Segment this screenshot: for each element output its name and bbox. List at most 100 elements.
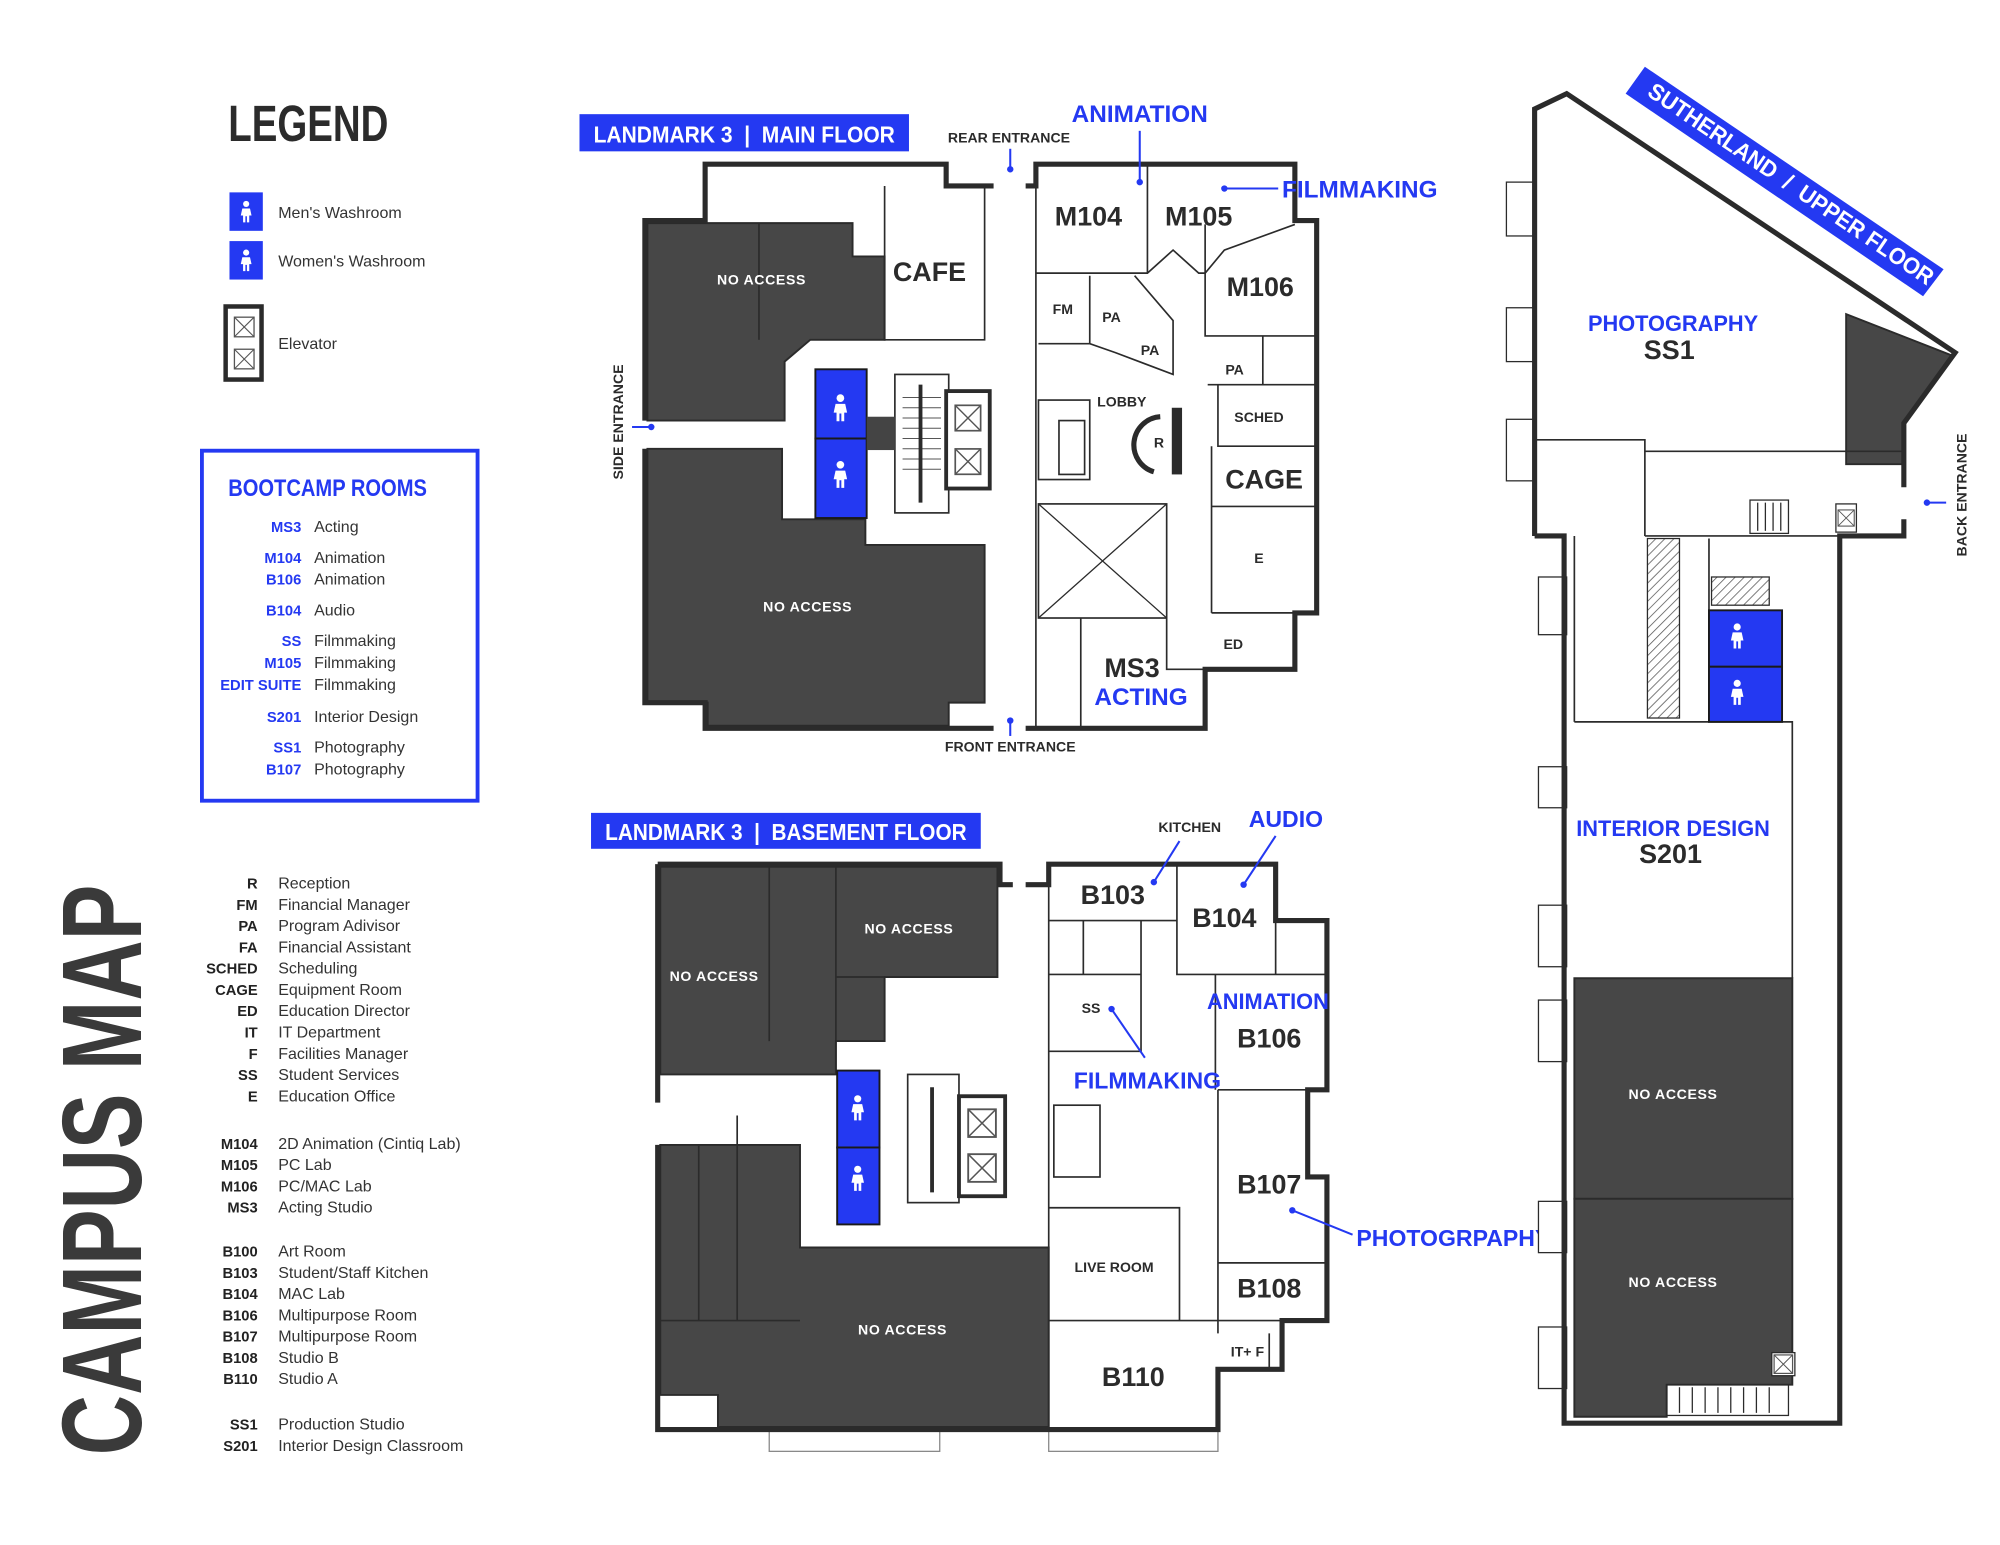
womens-washroom — [1708, 665, 1784, 723]
no-access-area — [659, 865, 999, 1076]
abbreviation-label: Studio B — [278, 1349, 339, 1367]
abbreviation-code: CAGE — [215, 983, 258, 999]
abbreviation-label: Art Room — [278, 1242, 346, 1260]
bootcamp-room-code: B104 — [266, 603, 302, 619]
abbreviation-code: B103 — [222, 1266, 257, 1282]
animation-label: ANIMATION — [1207, 989, 1329, 1014]
bootcamp-room-label: Animation — [314, 571, 385, 589]
animation-label: ANIMATION — [1072, 101, 1208, 128]
abbreviation-code: M104 — [221, 1137, 259, 1153]
elevator-icon — [223, 304, 264, 382]
room-s201: S201 — [1639, 839, 1702, 869]
abbreviation-label: Acting Studio — [278, 1199, 372, 1217]
kitchen-label: KITCHEN — [1158, 819, 1221, 835]
abbreviation-label: Interior Design Classroom — [278, 1437, 463, 1455]
bootcamp-room-code: B107 — [266, 762, 301, 778]
audio-label: AUDIO — [1249, 806, 1323, 832]
room-b110: B110 — [1102, 1362, 1165, 1392]
no-access-label: NO ACCESS — [1629, 1274, 1718, 1290]
abbreviation-label: Studio A — [278, 1370, 338, 1388]
main-floor-title-banner — [579, 114, 909, 152]
interior-design-label: INTERIOR DESIGN — [1576, 816, 1770, 841]
bootcamp-room-label: Interior Design — [314, 708, 418, 726]
room-b106: B106 — [1237, 1023, 1301, 1053]
photography-label: PHOTOGRPAPHY — [1356, 1225, 1551, 1251]
abbreviation-label: Education Director — [278, 1002, 410, 1020]
room-pa: PA — [1141, 342, 1160, 358]
abbreviation-label: Financial Manager — [278, 896, 410, 914]
abbreviation-code: SS1 — [230, 1418, 258, 1434]
acting-label: ACTING — [1094, 684, 1187, 711]
abbreviation-code: R — [247, 877, 258, 893]
abbreviation-label: Financial Assistant — [278, 938, 411, 956]
legend-label-mens-washroom: Men's Washroom — [278, 204, 402, 222]
abbreviation-code: PA — [238, 919, 258, 935]
room-b108: B108 — [1237, 1274, 1301, 1304]
bootcamp-room-label: Photography — [314, 760, 405, 778]
bootcamp-room-label: Audio — [314, 601, 355, 619]
room-it-f: IT+ F — [1231, 1343, 1265, 1359]
legend-label-elevator: Elevator — [278, 335, 337, 353]
reception-desk — [1131, 414, 1161, 475]
side-entrance-label: SIDE ENTRANCE — [610, 364, 626, 479]
bootcamp-room-code: SS1 — [273, 741, 301, 757]
room-ss1: SS1 — [1644, 335, 1695, 365]
back-entrance-label: BACK ENTRANCE — [1954, 434, 1970, 557]
basement-title-banner — [591, 812, 981, 849]
main-floor-title: LANDMARK 3 | MAIN FLOOR — [594, 121, 896, 147]
abbreviation-label: Multipurpose Room — [278, 1328, 417, 1346]
abbreviation-code: B108 — [222, 1351, 257, 1367]
abbreviation-code: IT — [245, 1026, 258, 1042]
bootcamp-room-code: S201 — [267, 710, 301, 726]
bootcamp-room-code: MS3 — [271, 520, 301, 536]
abbreviation-label: Reception — [278, 875, 350, 893]
no-access-area — [646, 222, 886, 422]
abbreviation-code: B107 — [222, 1330, 257, 1346]
room-live-room: LIVE ROOM — [1075, 1259, 1154, 1275]
room-m104: M104 — [1055, 202, 1122, 232]
abbreviation-label: Facilities Manager — [278, 1045, 409, 1063]
basement-title: LANDMARK 3 | BASEMENT FLOOR — [605, 819, 967, 845]
room-b107: B107 — [1237, 1170, 1301, 1200]
womens-washroom — [836, 1069, 881, 1149]
room-ms3: MS3 — [1104, 653, 1159, 683]
elevator-icon — [957, 1094, 1008, 1199]
abbreviation-label: PC/MAC Lab — [278, 1177, 372, 1195]
abbreviation-label: Program Adivisor — [278, 917, 401, 935]
abbreviation-code: SCHED — [206, 962, 258, 978]
room-cage: CAGE — [1225, 465, 1303, 495]
no-access-label: NO ACCESS — [858, 1322, 947, 1338]
filmmaking-label: FILMMAKING — [1282, 177, 1438, 204]
main-floor-plan: LANDMARK 3 | MAIN FLOOR — [579, 101, 1438, 754]
no-access-label: NO ACCESS — [670, 968, 759, 984]
abbreviation-label: Student/Staff Kitchen — [278, 1264, 428, 1282]
abbreviation-label: PC Lab — [278, 1156, 332, 1174]
photography-label: PHOTOGRAPHY — [1588, 311, 1759, 336]
room-ss: SS — [1082, 1000, 1101, 1016]
bootcamp-room-code: M105 — [264, 656, 301, 672]
abbreviation-label: 2D Animation (Cintiq Lab) — [278, 1135, 460, 1153]
legend-title: LEGEND — [228, 95, 388, 152]
room-fm: FM — [1053, 301, 1073, 317]
bootcamp-room-code: M104 — [264, 551, 302, 567]
abbreviation-label: Multipurpose Room — [278, 1306, 417, 1324]
abbreviation-code: B104 — [222, 1287, 258, 1303]
no-access-label: NO ACCESS — [763, 599, 852, 615]
room-ed: ED — [1224, 636, 1244, 652]
abbreviation-code: S201 — [223, 1439, 257, 1455]
abbreviation-code: M105 — [221, 1158, 258, 1174]
room-pa: PA — [1225, 361, 1244, 377]
legend: LEGEND Men's Washroom Women's Washroom E… — [223, 95, 425, 382]
abbreviation-code: B110 — [223, 1372, 257, 1388]
bootcamp-rooms-title: BOOTCAMP ROOMS — [228, 475, 427, 502]
room-b103: B103 — [1081, 880, 1145, 910]
abbreviation-label: Scheduling — [278, 960, 357, 978]
womens-washroom — [836, 1146, 881, 1226]
abbreviation-code: ED — [237, 1004, 258, 1020]
elevator-icon — [944, 389, 992, 491]
abbreviation-label: Student Services — [278, 1066, 399, 1084]
